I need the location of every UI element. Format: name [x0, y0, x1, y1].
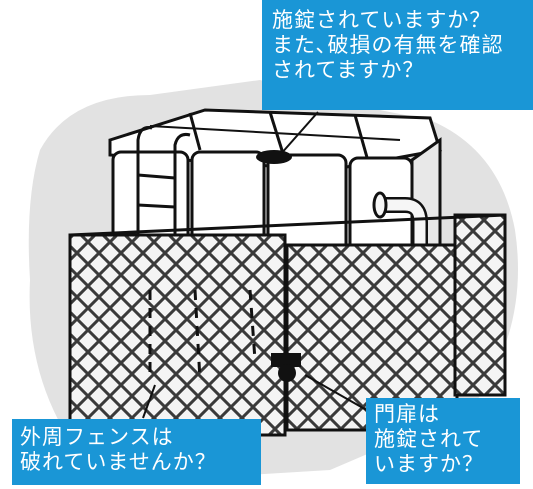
pointer-top [279, 111, 319, 156]
callout-right-line-3: いますか？ [374, 452, 484, 476]
callout-lock-and-damage: 施錠されていますか？ また､破損の有無を確認 されてますか？ [262, 0, 533, 110]
pointer-right [304, 374, 371, 413]
pointer-left [142, 384, 156, 419]
callout-fence: 外周フェンスは 破れていませんか？ [12, 419, 261, 485]
fence-panel-left [68, 233, 287, 437]
callout-gate: 門扉は 施錠されて いますか？ [366, 398, 520, 484]
ladder [136, 126, 191, 290]
callout-top-line-2: また､破損の有無を確認 [272, 33, 504, 57]
padlock-icon [271, 353, 301, 382]
callout-right-line-2: 施錠されて [374, 427, 484, 451]
manhole-icon [256, 150, 292, 164]
callout-right-line-1: 門扉は [374, 402, 440, 426]
callout-top-line-1: 施錠されていますか？ [272, 8, 492, 32]
callout-left-line-1: 外周フェンスは [20, 425, 174, 449]
callout-top-line-3: されてますか？ [272, 58, 425, 82]
callout-left-line-2: 破れていませんか？ [20, 450, 217, 474]
fence-panel-side [453, 213, 507, 397]
